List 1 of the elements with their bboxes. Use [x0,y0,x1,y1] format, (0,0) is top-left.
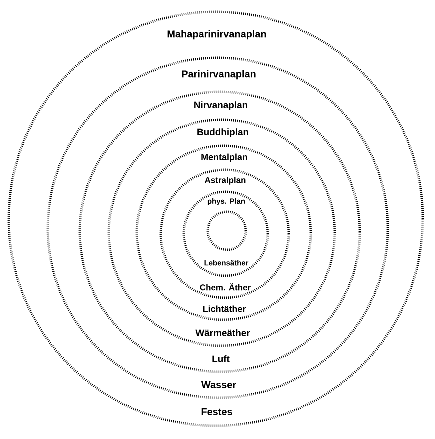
ring [206,210,248,252]
